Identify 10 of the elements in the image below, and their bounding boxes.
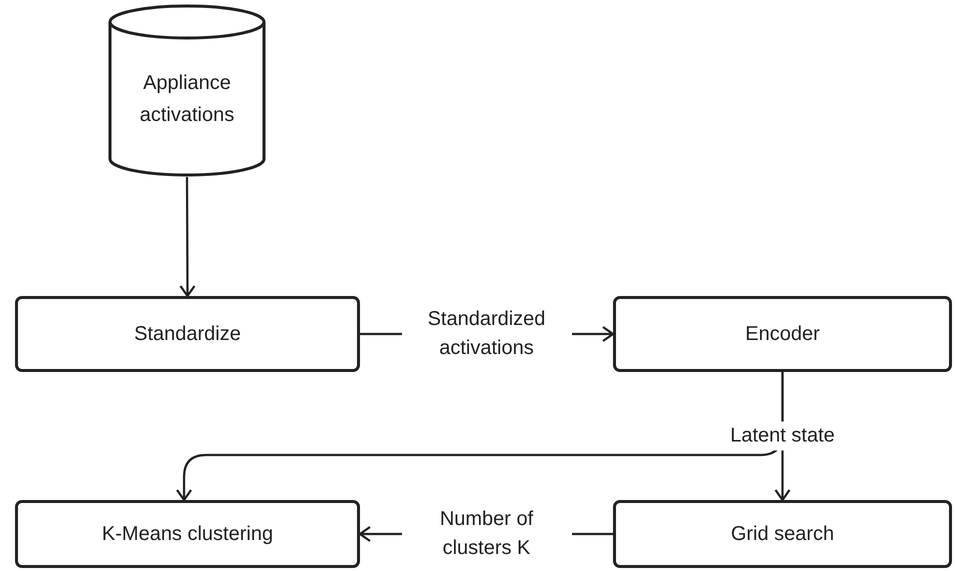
arrow [179,177,196,298]
node-label: K-Means clustering [102,522,274,547]
process-box [613,500,952,568]
node-label: Grid search [730,522,834,547]
node-label: Encoder [745,322,820,347]
process-box [15,500,360,568]
process-box [613,296,952,372]
process-box [15,296,360,372]
node-label: Appliance activations [138,70,236,128]
node-label: Standardize [134,322,241,347]
